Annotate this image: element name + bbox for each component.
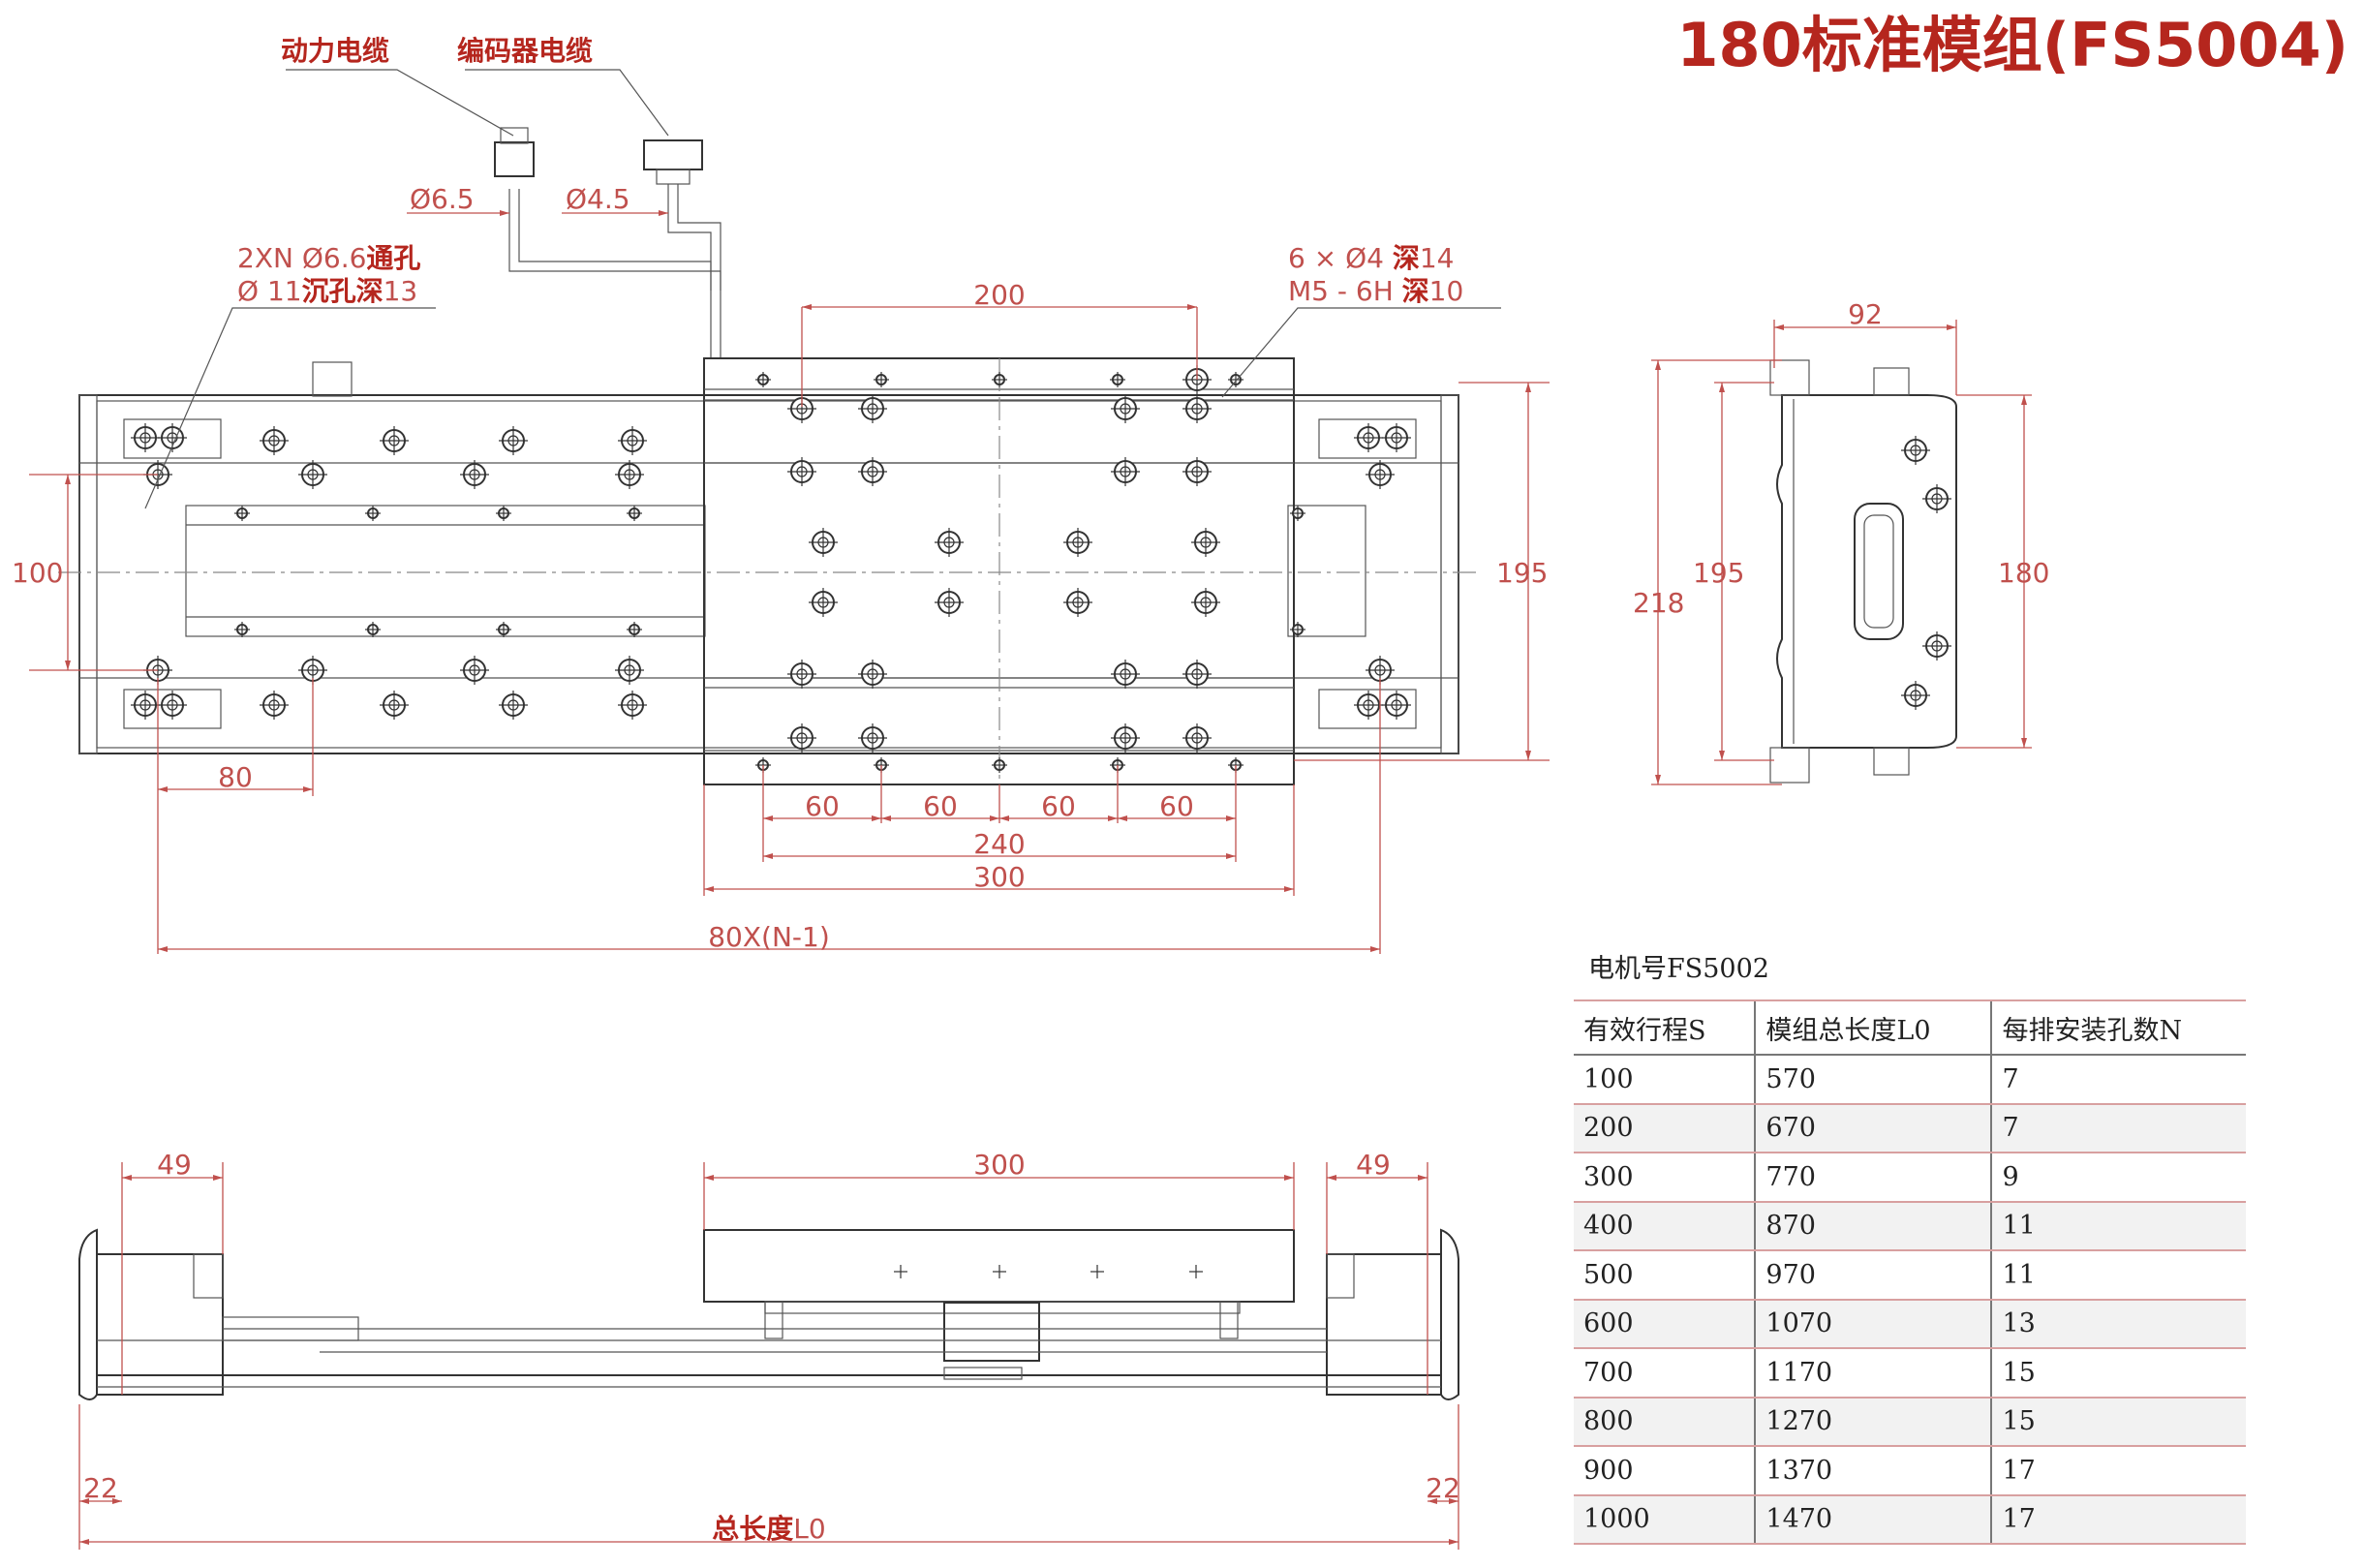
cell-length: 1470 [1754,1494,1992,1545]
front-dim-49-left: 49 [157,1149,192,1181]
cell-holes: 7 [1990,1055,2246,1105]
front-dim-22-right: 22 [1426,1472,1460,1504]
dim-240: 240 [973,828,1025,860]
cell-stroke: 400 [1574,1201,1756,1251]
cell-length: 1170 [1754,1348,1992,1399]
cell-stroke: 800 [1574,1397,1756,1447]
thread-note: M5 - 6H 深10 [1288,275,1463,307]
header-stroke: 有效行程S [1574,999,1756,1056]
cell-length: 1370 [1754,1446,1992,1496]
dim-100: 100 [12,557,63,589]
carriage-hole-note: 6 × Ø4 深14 [1288,242,1455,274]
front-dim-22-left: 22 [83,1472,118,1504]
side-dim-195: 195 [1693,557,1744,589]
power-diameter: Ø6.5 [410,183,475,215]
cell-stroke: 600 [1574,1299,1756,1349]
table-header-row: 有效行程S 模组总长度L0 每排安装孔数N [1574,999,2246,1056]
cell-stroke: 200 [1574,1103,1756,1153]
cell-length: 970 [1754,1250,1992,1301]
cell-stroke: 700 [1574,1348,1756,1399]
cell-holes: 17 [1990,1494,2246,1545]
cell-holes: 7 [1990,1103,2246,1153]
cell-holes: 15 [1990,1348,2246,1399]
cell-stroke: 500 [1574,1250,1756,1301]
cell-holes: 17 [1990,1446,2246,1496]
top-view: 动力电缆 编码器电缆 Ø6.5 Ø4.5 2XN Ø6.6通孔 Ø 11沉孔深1… [12,35,1550,954]
dim-300: 300 [973,861,1025,893]
cell-length: 1070 [1754,1299,1992,1349]
cell-length: 1270 [1754,1397,1992,1447]
side-dim-218: 218 [1633,587,1684,619]
dim-60-b: 60 [923,790,958,822]
dim-60-d: 60 [1159,790,1194,822]
side-dim-180: 180 [1998,557,2049,589]
cell-holes: 9 [1990,1153,2246,1203]
header-total-length: 模组总长度L0 [1754,999,1992,1056]
encoder-cable-label: 编码器电缆 [457,35,593,67]
drawing-title: 180标准模组(FS5004) [1676,10,2349,80]
front-dim-300: 300 [973,1149,1025,1181]
cell-stroke: 900 [1574,1446,1756,1496]
base-outline [78,394,1459,754]
motor-model-label: 电机号FS5002 [1588,954,1769,984]
dim-195: 195 [1496,557,1548,589]
encoder-diameter: Ø4.5 [566,183,630,215]
total-length-label: 总长度L0 [712,1513,825,1545]
cell-holes: 15 [1990,1397,2246,1447]
cell-holes: 11 [1990,1250,2246,1301]
cell-length: 670 [1754,1103,1992,1153]
side-dim-92: 92 [1848,298,1883,330]
through-hole-note: 2XN Ø6.6通孔 [237,242,420,274]
cell-holes: 11 [1990,1201,2246,1251]
front-view: 49 49 300 22 22 总长度L0 [78,1149,1460,1550]
header-hole-count: 每排安装孔数N [1990,999,2246,1056]
cell-length: 570 [1754,1055,1992,1105]
counterbore-note: Ø 11沉孔深13 [237,275,417,307]
side-view: 92 218 195 180 [1633,298,2049,785]
cell-stroke: 300 [1574,1153,1756,1203]
cell-length: 770 [1754,1153,1992,1203]
cell-stroke: 1000 [1574,1494,1756,1545]
cell-stroke: 100 [1574,1055,1756,1105]
dim-60-c: 60 [1041,790,1076,822]
dim-pitch: 80X(N-1) [708,921,830,953]
dim-60-a: 60 [805,790,840,822]
cell-length: 870 [1754,1201,1992,1251]
dim-80: 80 [218,761,253,793]
power-cable-label: 动力电缆 [281,35,389,67]
front-dim-49-right: 49 [1356,1149,1391,1181]
dim-200: 200 [973,279,1025,311]
cell-holes: 13 [1990,1299,2246,1349]
